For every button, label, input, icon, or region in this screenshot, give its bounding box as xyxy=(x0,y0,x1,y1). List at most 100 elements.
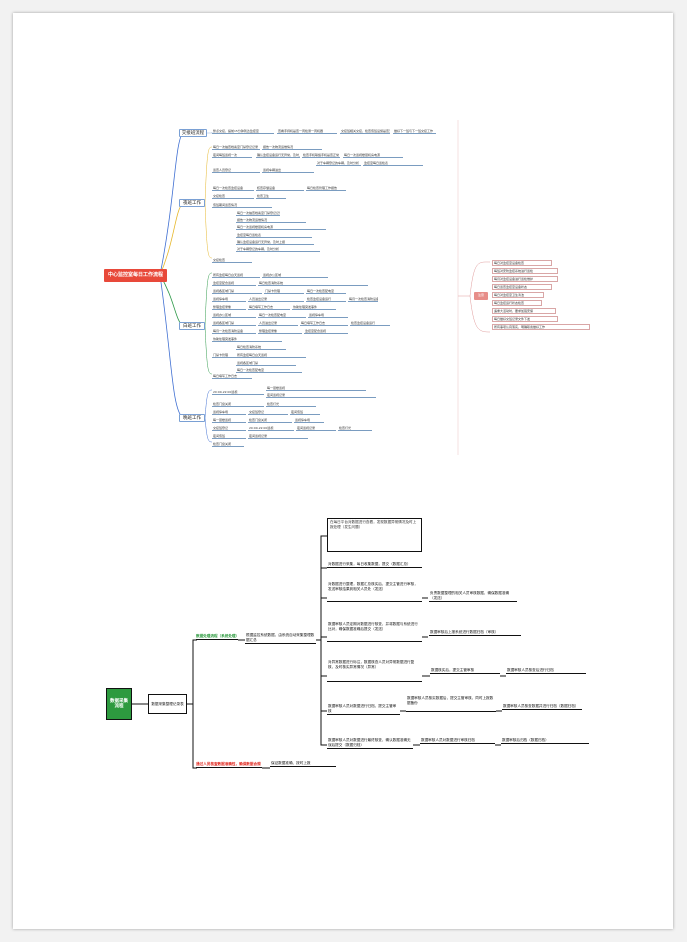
leaf-sub-node[interactable]: 数据审核后归档（数据归档） xyxy=(501,738,589,744)
node-text[interactable]: 巡视各区域门禁 xyxy=(212,321,256,326)
map1-root[interactable]: 中心监控室每日工作流程 xyxy=(104,269,167,282)
node-text[interactable]: 每日一次检查监控设备 xyxy=(212,186,254,191)
node-text[interactable]: 整点交接，提前15分钟到达监控室 xyxy=(212,129,274,134)
branch-manual-desc[interactable]: 保证数据准确、按时上报 xyxy=(270,761,336,767)
node-text[interactable]: 每月一次检查消防设备 xyxy=(212,329,256,334)
node-text[interactable]: 夜间巡视记录 xyxy=(248,434,308,439)
node-text[interactable]: 确认监控设备运行无异常，及时上报 xyxy=(256,153,300,158)
node-text[interactable]: 每月一次检查消防设备 xyxy=(348,297,378,302)
node-text[interactable]: 20:00-22:00巡视 xyxy=(248,426,294,431)
leaf-sub-node[interactable]: 数据审核人员核实数据后，提交主管审核，同时上报数据备份 xyxy=(406,696,496,712)
node-text[interactable]: 每日检查消防系统 xyxy=(236,345,286,350)
note-item[interactable]: 每日做好交班记录文件下发 xyxy=(492,316,558,322)
node-text[interactable]: 夜间值班 xyxy=(212,434,246,439)
node-text[interactable]: 整理监控录像 xyxy=(212,305,246,310)
node-text[interactable]: 夜间值班 xyxy=(290,410,320,415)
node-text[interactable]: 值班期间巡查情况 xyxy=(212,203,272,208)
node-text[interactable]: 交接检查 xyxy=(212,194,254,199)
leaf-sub-node[interactable]: 数据审核人员对数据进行审核归档 xyxy=(420,738,495,744)
node-text[interactable]: 每日检查管理工作报告 xyxy=(306,186,346,191)
note-item[interactable]: 每日对监控室卫生清洁 xyxy=(492,292,544,298)
node-text[interactable]: 每日一次巡视楼层机房电源 xyxy=(236,225,326,230)
map2-mid-node[interactable]: 数据采集整理记录表 xyxy=(148,694,187,714)
node-text[interactable]: 巡查人员登记 xyxy=(212,168,260,173)
branch-day-shift[interactable]: 白班工作 xyxy=(179,322,205,330)
node-text[interactable]: 对于车辆登记的车辆，及时分析 xyxy=(316,161,361,166)
note-item[interactable]: 遇重大活动时，要求加强安保 xyxy=(492,308,556,314)
branch-handover[interactable]: 交接班流程 xyxy=(179,129,207,137)
node-text[interactable]: 检查灯光 xyxy=(338,426,372,431)
leaf-node[interactable]: 数据审核人员定期对数据进行核查，并将数据与系统进行比对，确保数据准确后提交（发送… xyxy=(327,622,422,642)
node-text[interactable]: 监控室每日巡检表 xyxy=(363,161,423,166)
leaf-node[interactable]: 对数据进行整理，数据汇总核实后，提交主管进行审核，发送审核结果到相关人员处（发送… xyxy=(327,582,422,602)
note-item[interactable]: 每日对监控室设备检查 xyxy=(492,260,552,266)
branch-system-processing[interactable]: 数据处理流程（系统处理） xyxy=(196,634,238,640)
node-text[interactable]: 做好下一班与下一班交接工作 xyxy=(393,129,436,134)
note-item[interactable]: 每日巡查监控室设备状态 xyxy=(492,284,552,290)
notes-tag[interactable]: 注意 xyxy=(474,292,488,300)
node-text[interactable]: 夜间巡视记录 xyxy=(266,393,376,398)
node-text[interactable]: 检查门窗关闭 xyxy=(212,402,264,407)
node-text[interactable]: 报告一次物流运维情况 xyxy=(262,145,322,150)
node-text[interactable]: 核查存储设备 xyxy=(256,186,304,191)
node-text[interactable]: 协助处理突发事件 xyxy=(212,337,282,342)
note-item[interactable]: 所有事项认真落实，明确职责做好工作 xyxy=(492,324,590,330)
leaf-node[interactable]: 数据审核人员对数据进行最终核查，确认数据准确无误后提交（数据归档） xyxy=(327,738,413,749)
node-text[interactable]: 巡视停车场 xyxy=(212,297,246,302)
node-text[interactable]: 每日一次巡视楼层机房电源 xyxy=(343,153,403,158)
node-text[interactable]: 检查卫生 xyxy=(256,194,286,199)
leaf-sub-node[interactable]: 数据审核人员核查后进行归档 xyxy=(506,668,586,674)
branch-night-shift[interactable]: 夜班工作 xyxy=(179,199,205,207)
node-text[interactable]: 所有监控每日白天巡视 xyxy=(236,353,306,358)
branch-system-desc[interactable]: 根据监控系统数据，由系统自动采集整理数据汇总 xyxy=(245,633,316,644)
node-text[interactable]: 检查监控设备运行 xyxy=(350,321,390,326)
node-text[interactable]: 巡视办公区域 xyxy=(212,313,256,318)
node-text[interactable]: 交接班登记 xyxy=(212,426,246,431)
leaf-sub-node[interactable]: 数据审核后上报系统进行数据归档（审核） xyxy=(429,630,521,636)
node-text[interactable]: 确认监控设备运行无异常，及时上报 xyxy=(236,240,314,245)
node-text[interactable]: 巡视车辆进出 xyxy=(262,168,314,173)
node-text[interactable]: 人员进出记录 xyxy=(248,297,304,302)
node-text[interactable]: 每日一次检查配电室 xyxy=(236,368,302,373)
leaf-sub-node[interactable]: 负责数据整理的相关人员审核数据，确保数据准确（发送） xyxy=(429,591,517,602)
node-text[interactable]: 检查手机联络手机是否正常 xyxy=(302,153,340,158)
node-text[interactable]: 检查监控设备运行 xyxy=(306,297,346,302)
node-text[interactable]: 监控室每日巡检表 xyxy=(236,233,312,238)
node-text[interactable]: 所有监控每日白天巡视 xyxy=(212,273,260,278)
node-text[interactable]: 检查门窗关闭 xyxy=(248,418,292,423)
branch-evening-shift[interactable]: 晚班工作 xyxy=(179,414,205,422)
node-text[interactable]: 报告一次物流运维情况 xyxy=(236,218,306,223)
branch-manual-check[interactable]: 通过人员核查数据准确性，确保数据合规 xyxy=(196,762,262,768)
node-text[interactable]: 巡视停车场 xyxy=(212,410,246,415)
leaf-node[interactable]: 对异常数据进行标注，数据核查人员对异常数据进行复核，及时核实异常情况（异常） xyxy=(327,660,422,682)
node-text[interactable]: 交接班相关交接，检查值班设施是否无异常 xyxy=(340,129,390,134)
leaf-node[interactable]: 数据审核人员对数据进行归档，提交主管审核 xyxy=(327,704,400,715)
node-text[interactable]: 检查灯光 xyxy=(266,402,316,407)
note-item[interactable]: 每月对监控设备进行巡检维护 xyxy=(492,276,558,282)
node-text[interactable]: 整理监控录像 xyxy=(258,329,302,334)
leaf-node[interactable]: 在每日平台对数据进行查看，发现数据异常情况及时上报处理（发生问题） xyxy=(327,518,422,552)
node-text[interactable]: 协助处理突发事件 xyxy=(292,305,336,310)
node-text[interactable]: 监控室配合巡视 xyxy=(212,281,256,286)
note-item[interactable]: 每班对安防监控系统进行巡检 xyxy=(492,268,558,274)
node-text[interactable]: 巡视停车场 xyxy=(294,418,324,423)
node-text[interactable]: 每日一次检查配电室 xyxy=(306,289,346,294)
node-text[interactable]: 每日一次抽查档案室门禁登记记录 xyxy=(236,211,280,216)
node-text[interactable]: 巡视各区域门禁 xyxy=(212,289,262,294)
node-text[interactable]: 门禁卡管理 xyxy=(264,289,304,294)
node-text[interactable]: 每一层楼巡视 xyxy=(212,418,246,423)
leaf-sub-node[interactable]: 数据核实后，提交主管审核 xyxy=(430,668,500,674)
node-text[interactable]: 巡视各区域门禁 xyxy=(236,361,296,366)
node-text[interactable]: 每日检查消防系统 xyxy=(258,281,368,286)
node-text[interactable]: 交接检查 xyxy=(212,258,252,263)
node-text[interactable]: 检查门窗关闭 xyxy=(212,442,244,447)
node-text[interactable]: 夜间每班巡视一次 xyxy=(212,153,252,158)
node-text[interactable]: 监控室配合巡视 xyxy=(304,329,348,334)
map2-root[interactable]: 数据采集流程 xyxy=(106,688,132,720)
node-text[interactable]: 每日一次检查配电室 xyxy=(258,313,306,318)
leaf-sub-node[interactable]: 数据审核人员核查数据并进行归档（数据归档） xyxy=(502,704,582,710)
node-text[interactable]: 对于车辆登记的车辆，及时分析 xyxy=(236,247,320,252)
node-text[interactable]: 人员进出记录 xyxy=(258,321,298,326)
node-text[interactable]: 门禁卡管理 xyxy=(212,353,244,358)
node-text[interactable]: 每一层楼巡视 xyxy=(266,386,366,391)
